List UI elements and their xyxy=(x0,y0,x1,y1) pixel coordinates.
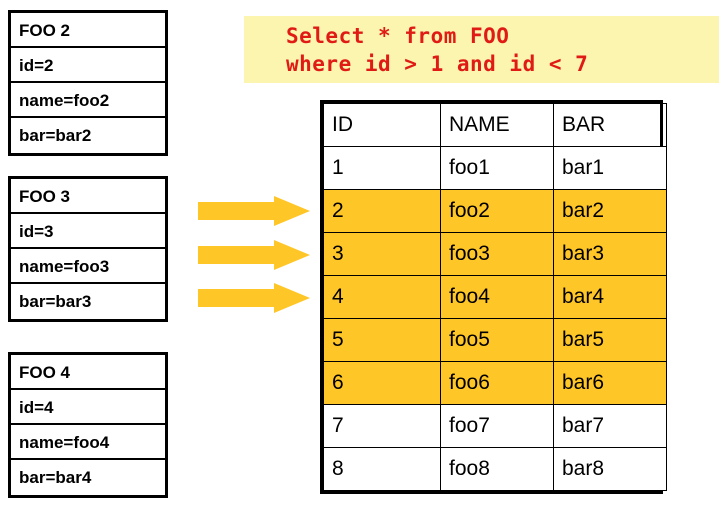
table-row: 6 foo6 bar6 xyxy=(323,361,667,405)
entity-field-id: id=3 xyxy=(11,214,165,249)
entity-field-bar: bar=bar2 xyxy=(19,126,92,145)
column-header-bar: BAR xyxy=(553,103,667,147)
cell-bar: bar8 xyxy=(553,447,667,491)
entity-card-title: FOO 4 xyxy=(11,355,165,390)
cell-id: 2 xyxy=(323,189,441,233)
table-row: 5 foo5 bar5 xyxy=(323,318,667,362)
arrow-right-icon xyxy=(198,283,310,313)
cell-name: foo6 xyxy=(440,361,554,405)
cell-id: 3 xyxy=(323,232,441,276)
sql-query-line-2: where id > 1 and id < 7 xyxy=(286,52,589,76)
sql-query-banner: Select * from FOO where id > 1 and id < … xyxy=(244,16,719,83)
entity-field-bar: bar=bar3 xyxy=(19,292,92,311)
arrow-right-icon xyxy=(198,196,310,226)
cell-name: foo1 xyxy=(440,146,554,190)
result-table: ID NAME BAR 1 foo1 bar1 2 foo2 bar2 3 fo… xyxy=(320,100,667,494)
cell-id: 7 xyxy=(323,404,441,448)
cell-bar: bar7 xyxy=(553,404,667,448)
cell-name: foo3 xyxy=(440,232,554,276)
cell-id: 5 xyxy=(323,318,441,362)
cell-bar: bar6 xyxy=(553,361,667,405)
entity-card-foo4: FOO 4 id=4 name=foo4 bar=bar4 xyxy=(8,352,168,498)
table-row: 7 foo7 bar7 xyxy=(323,404,667,448)
entity-card-title: FOO 3 xyxy=(11,179,165,214)
cell-id: 4 xyxy=(323,275,441,319)
entity-field-id: id=4 xyxy=(11,390,165,425)
entity-card-foo3: FOO 3 id=3 name=foo3 bar=bar3 xyxy=(8,176,168,322)
entity-card-title: FOO 2 xyxy=(11,13,165,48)
entity-field-name: name=foo3 xyxy=(11,249,165,284)
column-header-name: NAME xyxy=(440,103,554,147)
entity-field-id: id=2 xyxy=(11,48,165,83)
entity-field-bar: bar=bar4 xyxy=(19,468,92,487)
entity-field-name: name=foo2 xyxy=(11,83,165,118)
table-row: 2 foo2 bar2 xyxy=(323,189,667,233)
cell-id: 1 xyxy=(323,146,441,190)
entity-card-foo2: FOO 2 id=2 name=foo2 bar=bar2 xyxy=(8,10,168,156)
entity-field-name: name=foo4 xyxy=(11,425,165,460)
cell-id: 6 xyxy=(323,361,441,405)
cell-bar: bar4 xyxy=(553,275,667,319)
column-header-id: ID xyxy=(323,103,441,147)
table-row: 1 foo1 bar1 xyxy=(323,146,667,190)
cell-name: foo2 xyxy=(440,189,554,233)
table-row: 4 foo4 bar4 xyxy=(323,275,667,319)
cell-id: 8 xyxy=(323,447,441,491)
cell-name: foo7 xyxy=(440,404,554,448)
cell-name: foo5 xyxy=(440,318,554,362)
table-row: 3 foo3 bar3 xyxy=(323,232,667,276)
cell-name: foo4 xyxy=(440,275,554,319)
sql-query-line-1: Select * from FOO xyxy=(286,24,510,48)
cell-bar: bar1 xyxy=(553,146,667,190)
table-row: 8 foo8 bar8 xyxy=(323,447,667,491)
cell-bar: bar5 xyxy=(553,318,667,362)
arrow-right-icon xyxy=(198,240,310,270)
table-header-row: ID NAME BAR xyxy=(323,103,667,147)
cell-bar: bar2 xyxy=(553,189,667,233)
cell-name: foo8 xyxy=(440,447,554,491)
cell-bar: bar3 xyxy=(553,232,667,276)
